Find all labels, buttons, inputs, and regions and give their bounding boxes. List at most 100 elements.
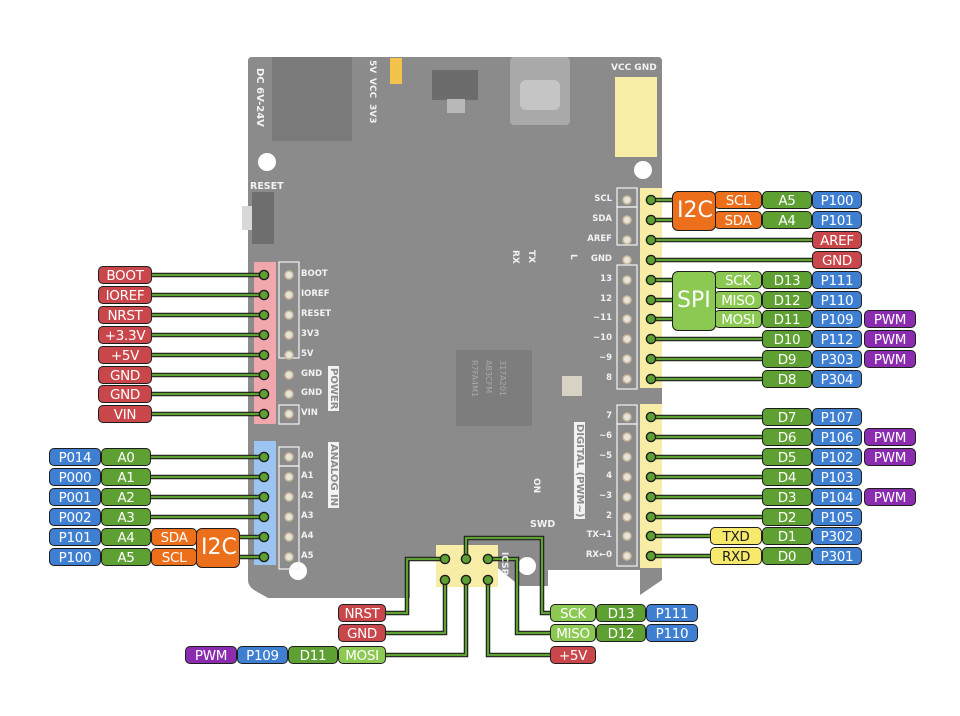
analog-silk-label: A2 (301, 491, 314, 501)
digital-port-p103: P103 (812, 468, 862, 486)
digital-port-p112: P112 (812, 330, 862, 348)
pwm-badge: PWM (864, 448, 916, 466)
digital-port-p102: P102 (812, 448, 862, 466)
analog-silk-label: A3 (301, 511, 314, 521)
analog-pin-a3: A3 (101, 508, 151, 526)
pin-pads (278, 187, 638, 570)
digital-label-gnd: GND (812, 251, 862, 269)
regulator-tab (447, 99, 465, 113)
digital-pin-d5: D5 (762, 448, 812, 466)
analog-port-p014: P014 (49, 448, 101, 466)
digital-port-p101: P101 (812, 211, 862, 229)
power-section-label: POWER (328, 366, 339, 412)
icsp-label-nrst: NRST (338, 604, 386, 622)
header-pad (284, 452, 294, 462)
pad-frame (278, 404, 300, 425)
power-silk-label: GND (301, 388, 323, 398)
header-pad (622, 512, 632, 522)
icsp-wire-sck (464, 536, 550, 615)
pin-dot (645, 294, 657, 306)
digital-spi-group: SPI (672, 271, 716, 331)
digital-silk-label: SDA (592, 214, 612, 224)
digital-pin-d0: D0 (762, 547, 812, 565)
digital-silk-label: 8 (606, 373, 612, 383)
digital-port-p111: P111 (812, 271, 862, 289)
voltage-jumper (390, 58, 402, 84)
icsp-label: ICSP (499, 552, 509, 576)
mcu-chip (456, 350, 532, 426)
header-pad (622, 195, 632, 205)
pin-dot (258, 531, 270, 543)
digital-spi-sck: SCK (714, 271, 762, 289)
reset-label: RESET (250, 181, 284, 192)
reset-button-cap (242, 206, 252, 230)
digital-silk-label: 2 (606, 511, 612, 521)
pwm-badge: PWM (864, 350, 916, 368)
tx-led-label: TX (526, 250, 536, 264)
header-pad (622, 354, 632, 364)
header-pad (284, 350, 294, 360)
power-silk-label: 5V (301, 349, 314, 359)
pin-dot (258, 269, 270, 281)
dc-jack (272, 57, 352, 141)
power-label-gnd: GND (98, 385, 152, 403)
digital-pin-d4: D4 (762, 468, 812, 486)
digital-label-aref: AREF (812, 231, 862, 249)
power-silk-label: BOOT (301, 269, 328, 279)
pad-frame (616, 206, 638, 246)
pin-dot (258, 491, 270, 503)
header-pad (284, 472, 294, 482)
digital-pin-d3: D3 (762, 488, 812, 506)
pin-dot (645, 274, 657, 286)
mounting-hole (634, 161, 652, 179)
analog-port-p001: P001 (49, 488, 101, 506)
digital-silk-label: 12 (600, 294, 612, 304)
icsp-label-sck: SCK (550, 604, 596, 622)
digital-pin-d8: D8 (762, 370, 812, 388)
mcu-marking-line: AB3CFM (484, 360, 493, 394)
on-label: ON (531, 478, 541, 494)
digital-port-p104: P104 (812, 488, 862, 506)
pin-dot (645, 353, 657, 365)
icsp-pin-d12: D12 (596, 624, 646, 642)
digital-port-p304: P304 (812, 370, 862, 388)
analog-pin-a1: A1 (101, 468, 151, 486)
power-label-nrst: NRST (98, 306, 152, 324)
pwm-badge: PWM (864, 488, 916, 506)
icsp-port-p109: P109 (237, 646, 288, 664)
header-pad (622, 295, 632, 305)
pcb-outline (248, 57, 662, 598)
analog-pin-a5: A5 (101, 548, 151, 566)
pin-dot (645, 313, 657, 325)
digital-silk-label: GND (590, 254, 612, 264)
analog-pin-a4: A4 (101, 528, 151, 546)
analog-silk-label: A0 (301, 451, 314, 461)
jumper-label-3v3: 3V3 (367, 104, 377, 124)
power-silk-label: 3V3 (301, 329, 320, 339)
digital-silk-label: AREF (587, 234, 612, 244)
header-pad (284, 330, 294, 340)
header-pad (622, 531, 632, 541)
analog-port-p000: P000 (49, 468, 101, 486)
header-pad (622, 492, 632, 502)
pin-dot (645, 333, 657, 345)
digital-silk-label: 13 (600, 274, 612, 284)
l-led-label: L (568, 254, 578, 260)
header-pad (622, 235, 632, 245)
digital-pin-d9: D9 (762, 350, 812, 368)
jumper-label-5v: 5V (367, 60, 377, 74)
dc-jack-label: DC 6V-24V (254, 68, 265, 127)
analog-port-p101: P101 (49, 528, 101, 546)
digital-bottom-header-housing (640, 404, 662, 568)
power-silk-label: VIN (301, 408, 318, 418)
pin-dot (460, 553, 472, 565)
header-pad (622, 412, 632, 422)
analog-port-p100: P100 (49, 548, 101, 566)
pin-dot (258, 329, 270, 341)
pin-dot (645, 254, 657, 266)
icsp-port-p111: P111 (646, 604, 698, 622)
digital-silk-label: RX←0 (585, 550, 612, 560)
power-header-housing (254, 262, 276, 424)
power-label-vin: VIN (98, 405, 152, 423)
